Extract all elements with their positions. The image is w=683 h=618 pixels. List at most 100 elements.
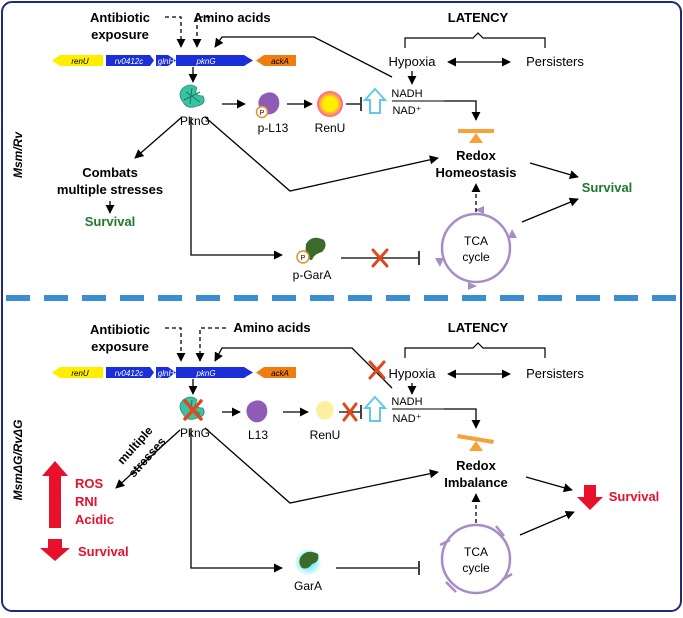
nad-label: NAD⁺ [392,105,421,117]
balance-icon [458,129,494,143]
gene-operon-top: renU rv0412c glnH pknG ackA [52,55,296,66]
svg-text:P: P [301,255,306,262]
svg-text:pknG: pknG [195,57,215,66]
redox-to-survival-arrow-b [525,476,573,493]
svg-text:renU: renU [71,369,89,378]
gene-rv0412c [106,55,154,66]
gene-ackA [256,55,296,66]
gene-ackA-b [256,367,296,378]
svg-text:pknG: pknG [195,369,215,378]
redox-to-survival-arrow [529,162,579,180]
survival-label-left: Survival [85,214,136,229]
down-arrow-icon-left [40,539,70,561]
pkng-to-gara-arrow [190,117,283,260]
exposure-label-b: exposure [91,339,149,354]
svg-text:renU: renU [71,57,89,66]
pkng-to-gara-arrow-b [190,428,283,573]
survival-label-right-b: Survival [609,489,660,504]
svg-text:ackA: ackA [271,57,289,66]
persisters-label-b: Persisters [526,366,584,381]
amino-acids-label: Amino acids [193,10,270,25]
hypoxia-label: Hypoxia [389,54,437,69]
latency-label-b: LATENCY [448,320,509,335]
ros-label: ROS [75,476,104,491]
nadh-label-b: NADH [391,396,422,408]
side-label-top: Msm/Rv [11,131,25,178]
antibiotic-dashed-arrow [165,16,186,48]
p-l13-protein-icon: P [255,92,280,119]
pkng-to-redox-arrow-b [204,427,439,504]
side-label-bottom: MsmΔG/RvΔG [11,420,25,501]
tca-label: TCA [464,234,488,248]
cross-icon [371,248,389,268]
phospho-icon [255,105,269,119]
p-l13-label: p-L13 [258,121,289,135]
gene-glnH-b [156,367,176,378]
l13-protein-icon [246,400,268,423]
survival-label-right: Survival [582,180,633,195]
latency-bracket [404,32,546,48]
tca-label-b: TCA [464,545,488,559]
antibiotic-label-b: Antibiotic [90,322,150,337]
tca-to-survival-arrow [521,197,579,223]
antibiotic-dashed-arrow-b [165,327,186,362]
cross-icon-feedback [368,360,386,380]
persisters-label: Persisters [526,54,584,69]
nadh-to-redox-arrow-b [444,408,481,429]
amino-acids-dashed-arrow-b [195,327,226,362]
gene-renU [52,55,103,66]
up-arrow-icon-stress [42,461,68,528]
homeostasis-label: Homeostasis [436,165,517,180]
phospho-icon-gara [296,250,310,264]
redox-label: Redox [456,148,497,163]
cross-icon-pkng [183,399,203,421]
latency-label: LATENCY [448,10,509,25]
increase-arrow-icon [362,87,388,114]
pkng-protein-icon [179,84,205,108]
gene-rv0412c-b [106,367,154,378]
svg-text:glnH: glnH [158,369,175,378]
nadh-label: NADH [391,88,422,100]
tca-cycle-broken-icon [439,523,513,595]
cross-icon-renu [342,402,358,422]
svg-text:rv0412c: rv0412c [115,369,143,378]
pkng-label-b: PknG [180,426,210,440]
cycle-label: cycle [462,250,490,264]
combats-label: Combats [82,165,138,180]
pkng-to-stresses-arrow [115,429,181,489]
renu-glow-icon [317,91,343,117]
svg-text:rv0412c: rv0412c [115,57,143,66]
panel-top: Msm/Rv Antibiotic exposure Amino acids r… [11,10,632,290]
amino-acids-label-b: Amino acids [233,320,310,335]
hypoxia-label-b: Hypoxia [389,366,437,381]
multiple-stresses-label: multiple stresses [57,182,163,197]
svg-text:ackA: ackA [271,369,289,378]
tilted-balance-icon [457,434,494,451]
gene-pknG [176,55,253,66]
renu-label: RenU [315,121,346,135]
pkng-to-redox-arrow [204,116,439,192]
gara-glow-icon [295,549,321,575]
panel-bottom: MsmΔG/RvΔG Antibiotic exposure Amino aci… [11,320,660,595]
tca-cycle-icon [435,206,517,290]
renu-pale-icon [316,401,334,420]
gene-glnH [156,55,176,66]
feedback-arrow-b [214,347,393,389]
acidic-label: Acidic [75,512,114,527]
l13-label: L13 [248,428,268,442]
p-gara-protein-icon: P [296,237,326,264]
nad-label-b: NAD⁺ [392,413,421,425]
pkng-to-combats-arrow [134,116,183,159]
p-gara-label: p-GarA [293,268,332,282]
svg-text:glnH: glnH [158,57,175,66]
down-arrow-icon-right [577,485,603,510]
gene-pknG-b [176,367,253,378]
nadh-to-redox-arrow [444,100,481,121]
imbalance-label: Imbalance [444,475,508,490]
cycle-label-b: cycle [462,561,490,575]
gene-operon-bottom: renU rv0412c glnH pknG ackA [52,367,296,378]
increase-arrow-icon-b [362,395,388,422]
survival-label-left-b: Survival [78,544,129,559]
